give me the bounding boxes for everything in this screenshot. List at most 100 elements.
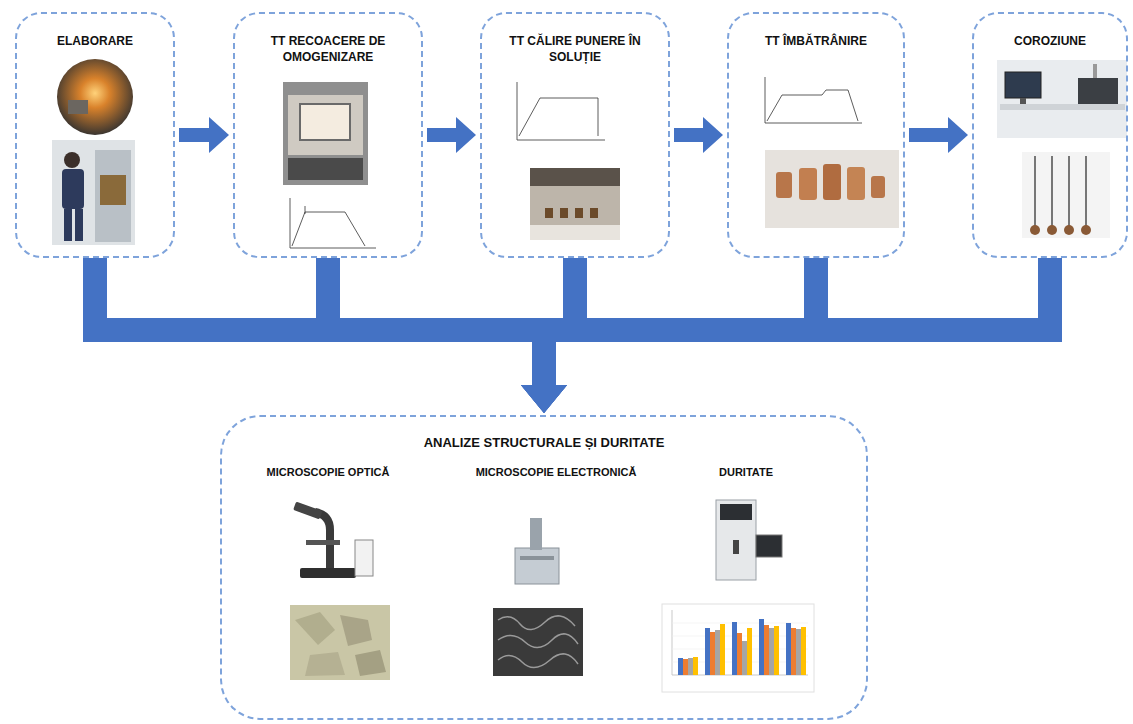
- box-heading: TT CĂLIRE PUNERE ÎN SOLUȚIE: [492, 34, 658, 65]
- flow-arrow: [427, 128, 456, 142]
- bar: [678, 658, 683, 675]
- photo-ground: [765, 150, 899, 228]
- hardness-tester-icon: [716, 500, 782, 580]
- bar: [715, 630, 720, 675]
- process-step-box: TT CĂLIRE PUNERE ÎN SOLUȚIE: [480, 12, 670, 258]
- bar-group: [678, 657, 698, 675]
- sem-column: [530, 518, 542, 550]
- operator-head: [64, 152, 80, 168]
- bar: [710, 632, 715, 675]
- box-heading: ANALIZE STRUCTURALE ȘI DURITATE: [232, 435, 856, 452]
- bar: [693, 657, 698, 675]
- analysis-panel: ANALIZE STRUCTURALE ȘI DURITATE MICROSCOP…: [220, 415, 868, 720]
- flow-arrow: [179, 128, 209, 142]
- bar: [759, 619, 764, 675]
- sample: [799, 168, 817, 200]
- photo-ground: [1022, 152, 1110, 238]
- bar-group: [732, 622, 752, 675]
- furnace-base: [288, 158, 363, 180]
- photo-ground: [530, 168, 620, 240]
- bar: [791, 628, 796, 675]
- bar: [688, 658, 693, 675]
- grain: [340, 615, 372, 646]
- power-unit: [355, 540, 373, 576]
- sem-chamber: [515, 548, 559, 584]
- electrode-tip: [1047, 225, 1057, 235]
- sem-detail: [520, 556, 554, 560]
- electrode-wires: [1035, 156, 1086, 228]
- ageing-graph: [765, 77, 862, 123]
- chart-axes: [672, 610, 808, 675]
- optical-microscope-icon: [293, 501, 373, 578]
- bar: [747, 628, 752, 675]
- electrodes-photo: [1022, 152, 1110, 238]
- microscope-base: [300, 568, 356, 578]
- electrode-tip: [1081, 225, 1091, 235]
- merge-arrow: [95, 258, 544, 385]
- equipment: [95, 150, 131, 242]
- bar: [769, 628, 774, 675]
- hardness-chart: [662, 604, 814, 692]
- section-heading: MICROSCOPIE OPTICĂ: [267, 465, 390, 479]
- potentiostat: [1078, 78, 1118, 104]
- merge-arrow: [544, 258, 1050, 385]
- bar: [764, 625, 769, 675]
- graph-curve: [767, 90, 858, 121]
- bar: [737, 633, 742, 675]
- bar-group: [705, 624, 725, 675]
- bar: [774, 626, 779, 675]
- bar-group: [759, 619, 779, 675]
- graph-axes: [765, 77, 862, 123]
- graph-axes: [290, 198, 376, 248]
- operator-leg: [75, 209, 83, 241]
- tester-indenter: [733, 540, 739, 554]
- electrode: [1093, 64, 1097, 78]
- operator-photo: [52, 140, 135, 245]
- microscope-head: [293, 501, 322, 519]
- grain: [305, 652, 345, 676]
- photo-ground: [283, 82, 368, 185]
- photo-ground: [52, 140, 135, 245]
- furnace-photo: [283, 82, 368, 185]
- melt-circle: [57, 59, 133, 135]
- box-heading: TT ÎMBĂTRÂNIRE: [739, 34, 893, 50]
- chart-frame: [662, 604, 814, 692]
- electrode-tip: [1064, 225, 1074, 235]
- sample: [590, 208, 598, 218]
- annealing-graph: [290, 198, 376, 248]
- process-step-box: ELABORARE: [15, 12, 175, 258]
- graph-curve: [292, 212, 365, 246]
- electrode-tip: [1030, 225, 1040, 235]
- table: [1000, 104, 1125, 110]
- furnace-top: [530, 168, 620, 186]
- graph-tick: [305, 206, 306, 214]
- bar: [732, 622, 737, 675]
- flow-arrow: [909, 128, 948, 142]
- process-step-box: COROZIUNE: [972, 12, 1128, 258]
- crucible: [68, 100, 88, 114]
- box-heading: TT RECOACERE DE OMOGENIZARE: [245, 34, 411, 65]
- sample: [823, 164, 841, 200]
- sample: [575, 208, 583, 218]
- tester-body: [716, 500, 756, 580]
- monitor: [1005, 72, 1041, 98]
- micrograph-ground: [493, 608, 583, 676]
- photo-ground: [997, 60, 1127, 138]
- furnace-interior-photo: [530, 168, 620, 240]
- micrograph-texture: [498, 616, 578, 668]
- sem-icon: [515, 518, 559, 584]
- melting-photo: [57, 59, 133, 135]
- quench-graph: [517, 82, 605, 140]
- grain: [295, 612, 335, 645]
- section-heading: MICROSCOPIE ELECTRONICĂ: [476, 465, 637, 479]
- box-heading: COROZIUNE: [984, 34, 1116, 50]
- bar: [720, 624, 725, 675]
- process-step-box: TT ÎMBĂTRÂNIRE: [727, 12, 905, 258]
- bar-group: [786, 623, 806, 675]
- grain: [355, 650, 386, 676]
- furnace-floor: [530, 225, 620, 240]
- optical-micrograph: [290, 605, 390, 680]
